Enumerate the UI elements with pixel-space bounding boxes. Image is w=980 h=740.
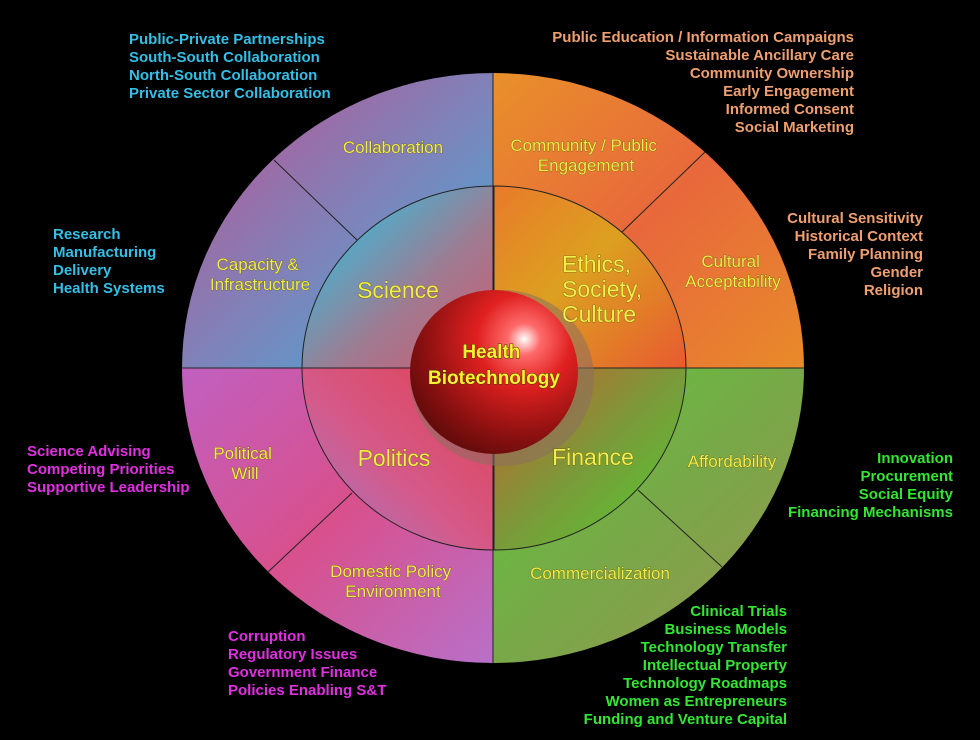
quadrant-label-politics: Politics [358, 445, 431, 471]
list-item: Early Engagement [723, 83, 854, 100]
list-item: South-South Collaboration [129, 49, 320, 66]
list-item: Procurement [860, 468, 953, 485]
list-item: Informed Consent [725, 101, 854, 118]
list-community: Public Education / Information Campaigns… [552, 29, 854, 137]
list-item: Community Ownership [689, 65, 854, 82]
label-line: Science [357, 277, 439, 303]
divider-politics [267, 492, 353, 573]
list-item: Regulatory Issues [228, 646, 358, 663]
divider-science [273, 159, 358, 241]
list-item: Delivery [53, 262, 112, 279]
quadrant-label-finance: Finance [552, 444, 634, 470]
list-item: Women as Entrepreneurs [605, 693, 787, 710]
list-item: Religion [863, 282, 923, 299]
segment-label-community: Community / Public Engagement [510, 136, 661, 175]
segment-label-capacity: Capacity & Infrastructure [210, 255, 310, 294]
list-item: Government Finance [228, 664, 378, 681]
list-item: Social Equity [858, 486, 953, 503]
list-item: Family Planning [807, 246, 923, 263]
list-item: Corruption [228, 628, 306, 645]
list-item: Technology Roadmaps [623, 675, 787, 692]
list-item: Cultural Sensitivity [787, 210, 923, 227]
list-item: Intellectual Property [642, 657, 787, 674]
label-line: Domestic Policy [330, 562, 451, 581]
label-line: Ethics, [562, 251, 631, 277]
segment-label-commercialization: Commercialization [530, 564, 670, 583]
list-item: Innovation [877, 450, 953, 467]
segment-label-affordability: Affordability [688, 452, 777, 471]
label-line: Community / Public [510, 136, 657, 155]
segment-label-domestic-policy: Domestic Policy Environment [330, 562, 456, 601]
center-label-line: Biotechnology [428, 368, 560, 389]
list-item: Business Models [664, 621, 787, 638]
label-line: Engagement [538, 156, 635, 175]
list-item: Manufacturing [53, 244, 157, 261]
list-item: Financing Mechanisms [787, 504, 953, 521]
segment-label-political-will: Political Will [213, 444, 276, 483]
segment-label-cultural: Cultural Acceptability [685, 252, 781, 291]
center-label-line: Health [462, 342, 520, 363]
label-line: Collaboration [343, 138, 443, 157]
list-item: Gender [870, 264, 923, 281]
label-line: Capacity & [217, 255, 300, 274]
label-line: Politics [358, 445, 431, 471]
center-label: Health Biotechnology [428, 342, 560, 389]
label-line: Society, [562, 276, 642, 302]
list-item: North-South Collaboration [129, 67, 318, 84]
list-item: Private Sector Collaboration [129, 85, 331, 102]
list-item: Funding and Venture Capital [583, 711, 787, 728]
divider-finance [637, 489, 723, 568]
list-item: Health Systems [53, 280, 165, 297]
label-line: Affordability [688, 452, 777, 471]
list-item: Clinical Trials [690, 603, 787, 620]
quadrant-label-ethics: Ethics, Society, Culture [562, 251, 649, 327]
label-line: Political [213, 444, 272, 463]
center-sphere[interactable] [410, 290, 578, 454]
label-line: Infrastructure [210, 275, 310, 294]
label-line: Culture [562, 301, 636, 327]
list-item: Research [53, 226, 121, 243]
list-item: Policies Enabling S&T [228, 682, 387, 699]
list-item: Public-Private Partnerships [129, 31, 325, 48]
label-line: Commercialization [530, 564, 670, 583]
list-item: Science Advising [27, 443, 151, 460]
list-item: Sustainable Ancillary Care [665, 47, 854, 64]
label-line: Cultural [701, 252, 760, 271]
label-line: Acceptability [685, 272, 781, 291]
list-item: Supportive Leadership [27, 479, 190, 496]
segment-label-collaboration: Collaboration [343, 138, 443, 157]
list-item: Public Education / Information Campaigns [552, 29, 854, 46]
list-item: Technology Transfer [640, 639, 787, 656]
label-line: Will [231, 464, 258, 483]
quadrant-label-science: Science [357, 277, 439, 303]
list-item: Competing Priorities [27, 461, 175, 478]
label-line: Environment [345, 582, 441, 601]
label-line: Finance [552, 444, 634, 470]
list-item: Historical Context [794, 228, 923, 245]
list-item: Social Marketing [734, 119, 854, 136]
divider-ethics [621, 151, 706, 233]
